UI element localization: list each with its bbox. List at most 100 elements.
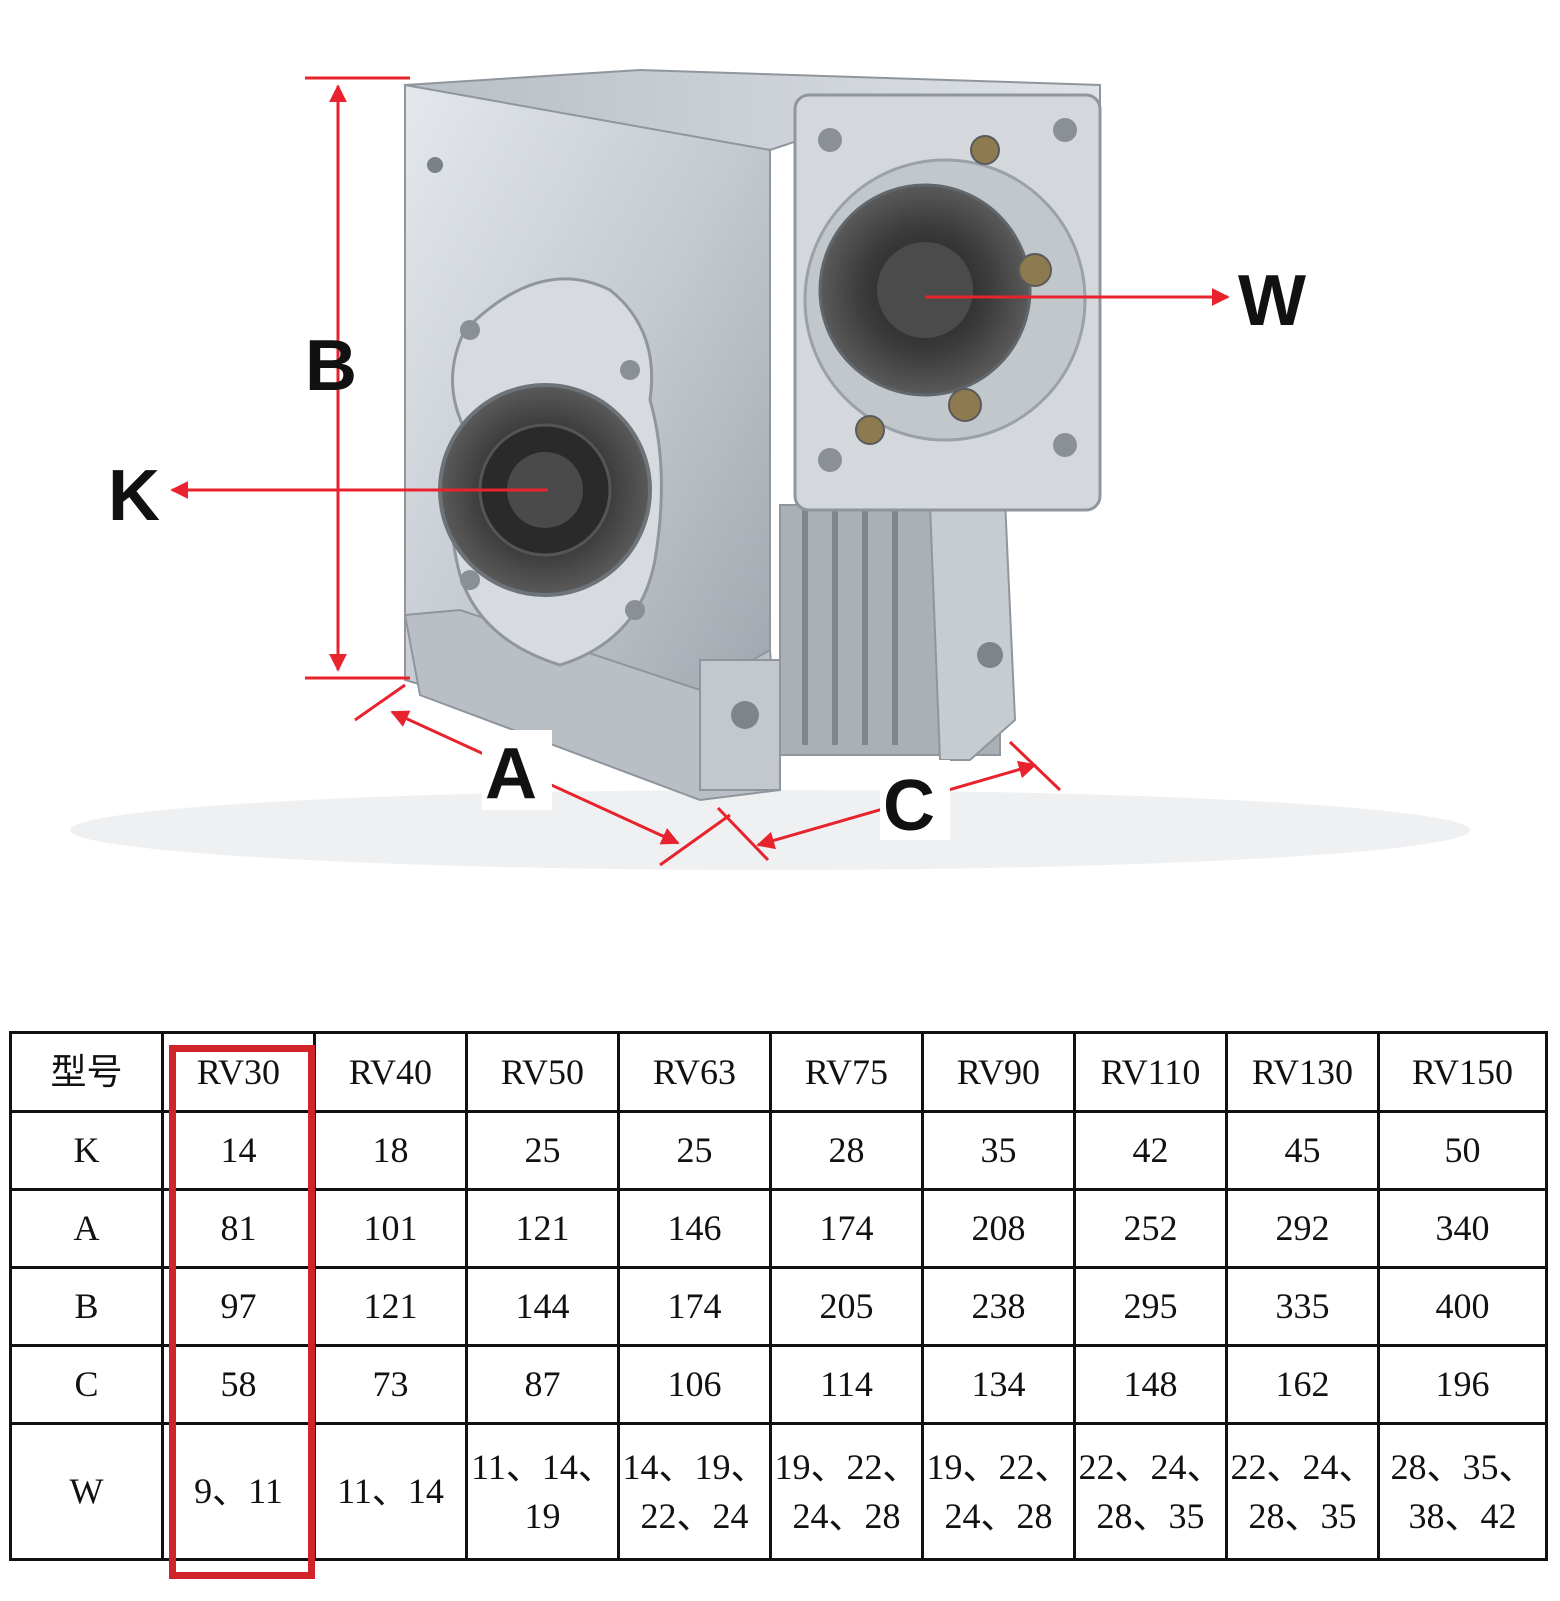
row-label-cell: C xyxy=(9,1344,164,1425)
gearbox-figure: B K W A C xyxy=(70,68,1470,870)
spec-table: 型号 RV30 RV40 RV50 RV63 RV75 RV90 RV110 R… xyxy=(9,1031,1548,1561)
value-cell: 58 xyxy=(161,1344,316,1425)
value-cell: 121 xyxy=(465,1188,620,1269)
input-flange-holes xyxy=(818,118,1077,472)
value-cell: 162 xyxy=(1225,1344,1380,1425)
value-line: 22、24、 xyxy=(1078,1446,1223,1487)
fin-lines xyxy=(802,510,898,745)
value-line: 9、11 xyxy=(194,1471,283,1512)
model-cell: RV110 xyxy=(1073,1031,1228,1113)
table-row-k: K 14 18 25 25 28 35 42 45 50 xyxy=(9,1110,1548,1191)
flange-hole-4 xyxy=(460,570,480,590)
value-cell: 97 xyxy=(161,1266,316,1347)
flange-hole-3 xyxy=(625,600,645,620)
value-cell: 45 xyxy=(1225,1110,1380,1191)
value-cell: 148 xyxy=(1073,1344,1228,1425)
table-row-b: B 97 121 144 174 205 238 295 335 400 xyxy=(9,1266,1548,1347)
value-line: 11、14 xyxy=(337,1471,444,1512)
value-line: 14、19、 xyxy=(622,1446,767,1487)
model-cell: RV75 xyxy=(769,1031,924,1113)
value-cell: 146 xyxy=(617,1188,772,1269)
model-cell: RV40 xyxy=(313,1031,468,1113)
label-a: A xyxy=(485,734,537,814)
ground-shadow xyxy=(70,790,1470,870)
input-bore xyxy=(877,242,973,338)
value-cell: 9、11 xyxy=(161,1422,316,1561)
value-line: 19、22、 xyxy=(926,1446,1071,1487)
value-cell: 400 xyxy=(1377,1266,1548,1347)
value-cell: 174 xyxy=(617,1266,772,1347)
value-cell: 295 xyxy=(1073,1266,1228,1347)
value-line: 28、35 xyxy=(1248,1495,1357,1536)
value-cell: 42 xyxy=(1073,1110,1228,1191)
value-cell: 335 xyxy=(1225,1266,1380,1347)
value-cell: 19、22、24、28 xyxy=(769,1422,924,1561)
value-cell: 292 xyxy=(1225,1188,1380,1269)
value-cell: 134 xyxy=(921,1344,1076,1425)
flange-hole-1 xyxy=(460,320,480,340)
input-bolts xyxy=(855,135,1052,445)
value-cell: 205 xyxy=(769,1266,924,1347)
value-line: 24、28 xyxy=(944,1495,1053,1536)
model-cell: RV63 xyxy=(617,1031,772,1113)
value-cell: 106 xyxy=(617,1344,772,1425)
model-cell: RV150 xyxy=(1377,1031,1548,1113)
value-cell: 144 xyxy=(465,1266,620,1347)
value-cell: 22、24、 28、35 xyxy=(1073,1422,1228,1561)
housing-hole xyxy=(427,157,443,173)
value-line: 38、42 xyxy=(1408,1495,1517,1536)
row-label-cell: W xyxy=(9,1422,164,1561)
row-label-cell: B xyxy=(9,1266,164,1347)
value-cell: 25 xyxy=(617,1110,772,1191)
label-c: C xyxy=(883,766,935,846)
value-cell: 114 xyxy=(769,1344,924,1425)
value-line: 22、24 xyxy=(640,1495,749,1536)
model-cell: RV50 xyxy=(465,1031,620,1113)
row-label-cell: A xyxy=(9,1188,164,1269)
table-row-w: W 9、11 11、14 11、14、 19 14、19、 22、24 19、22、… xyxy=(9,1422,1548,1561)
model-cell: RV30 xyxy=(161,1031,316,1113)
value-line: 28、35 xyxy=(1096,1495,1205,1536)
value-cell: 340 xyxy=(1377,1188,1548,1269)
label-c-bg xyxy=(880,760,950,840)
value-line: 28、35、 xyxy=(1390,1446,1535,1487)
value-cell: 19、22、 24、28 xyxy=(921,1422,1076,1561)
value-cell: 11、14、 19 xyxy=(465,1422,620,1561)
label-w: W xyxy=(1238,261,1306,341)
label-a-bg xyxy=(482,730,552,810)
header-row: 型号 RV30 RV40 RV50 RV63 RV75 RV90 RV110 R… xyxy=(9,1031,1548,1113)
value-cell: 14 xyxy=(161,1110,316,1191)
value-line: 11、14、 xyxy=(471,1446,614,1487)
model-cell: RV90 xyxy=(921,1031,1076,1113)
mount-hole-right xyxy=(977,642,1003,668)
value-cell: 87 xyxy=(465,1344,620,1425)
value-cell: 28、35、 38、42 xyxy=(1377,1422,1548,1561)
table-row-c: C 58 73 87 106 114 134 148 162 196 xyxy=(9,1344,1548,1425)
housing-right-foot xyxy=(928,498,1017,761)
value-cell: 238 xyxy=(921,1266,1076,1347)
value-cell: 121 xyxy=(313,1266,468,1347)
value-line: 22、24、 xyxy=(1230,1446,1375,1487)
mount-hole-left xyxy=(731,701,759,729)
spec-table-container: 型号 RV30 RV40 RV50 RV63 RV75 RV90 RV110 R… xyxy=(9,1031,1548,1579)
value-cell: 50 xyxy=(1377,1110,1548,1191)
table-row-a: A 81 101 121 146 174 208 252 292 340 xyxy=(9,1188,1548,1269)
value-cell: 81 xyxy=(161,1188,316,1269)
value-cell: 18 xyxy=(313,1110,468,1191)
model-cell: RV130 xyxy=(1225,1031,1380,1113)
value-cell: 28 xyxy=(769,1110,924,1191)
label-k: K xyxy=(108,456,160,536)
value-cell: 174 xyxy=(769,1188,924,1269)
value-cell: 25 xyxy=(465,1110,620,1191)
value-cell: 35 xyxy=(921,1110,1076,1191)
value-line: 19 xyxy=(524,1495,561,1536)
value-cell: 73 xyxy=(313,1344,468,1425)
label-b: B xyxy=(305,326,357,406)
gearbox-illustration: B K W A C xyxy=(70,68,1470,870)
value-cell: 101 xyxy=(313,1188,468,1269)
flange-hole-2 xyxy=(620,360,640,380)
value-cell: 252 xyxy=(1073,1188,1228,1269)
row-label-cell: K xyxy=(9,1110,164,1191)
value-cell: 196 xyxy=(1377,1344,1548,1425)
value-cell: 14、19、 22、24 xyxy=(617,1422,772,1561)
